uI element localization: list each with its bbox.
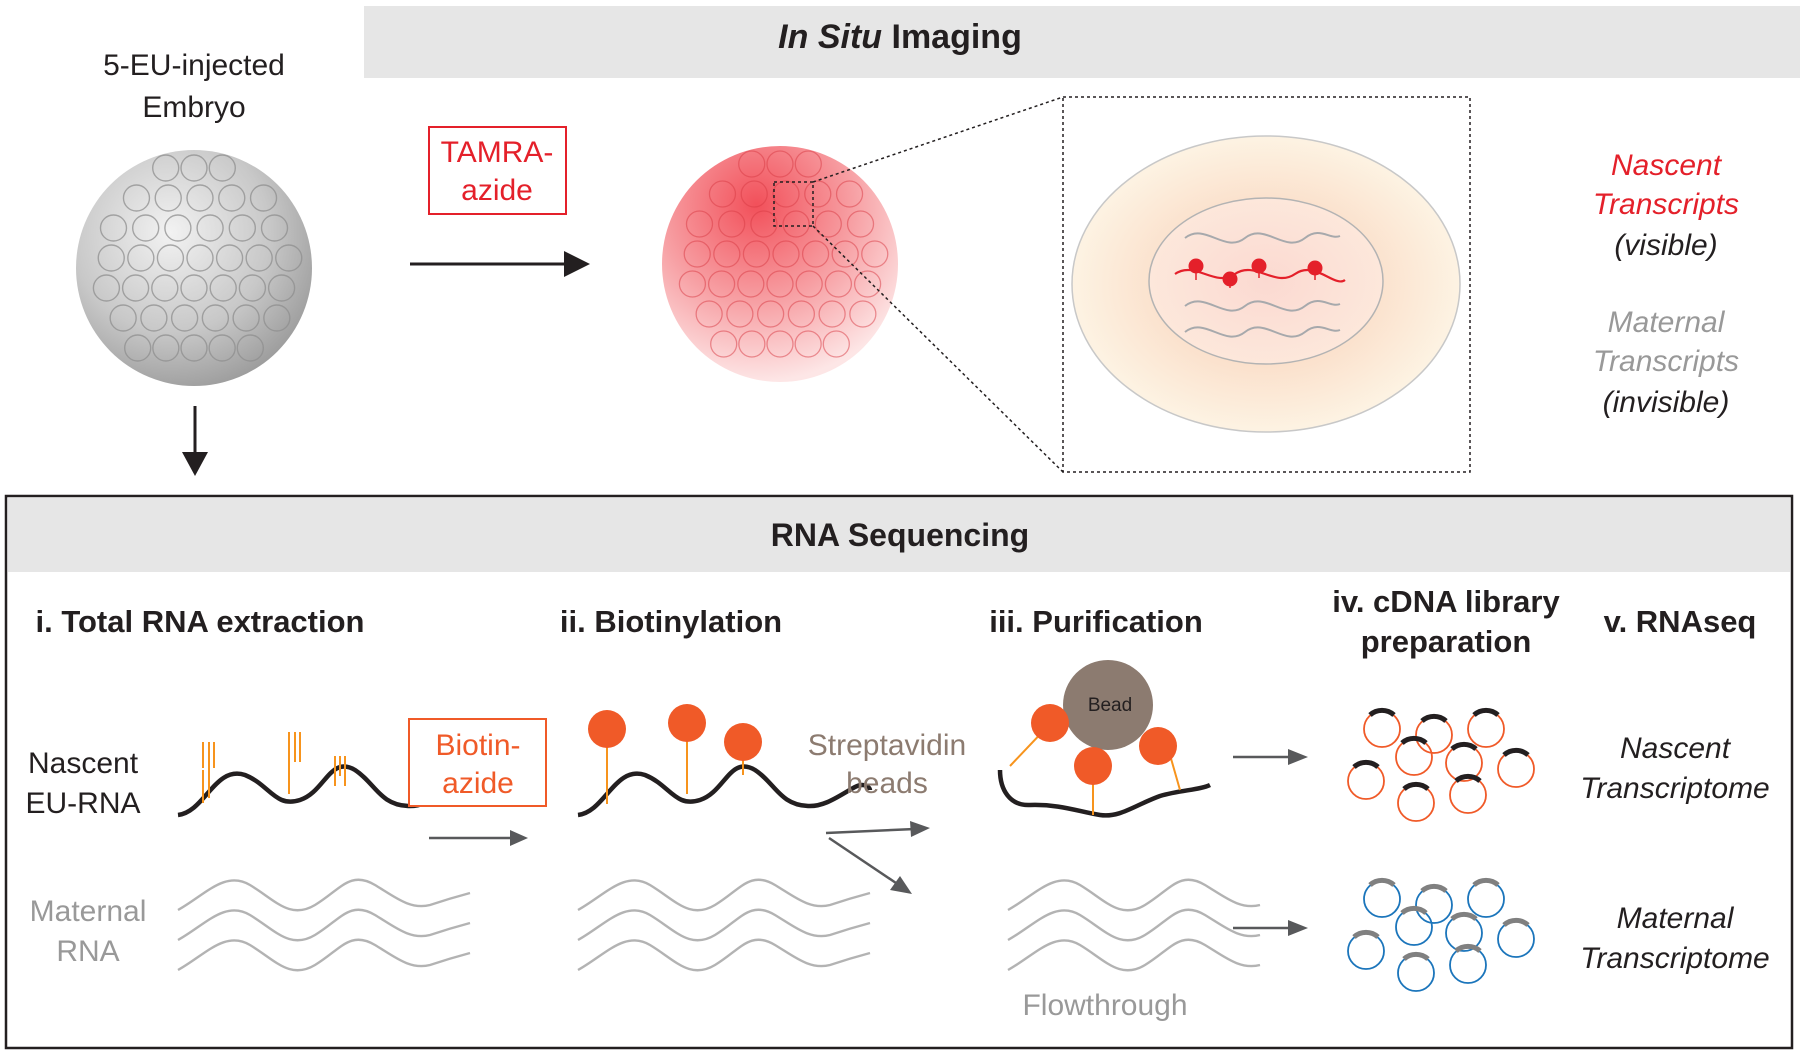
embryo-label-line2: Embryo [142, 91, 245, 124]
nascent-cdna-library [1347, 707, 1535, 822]
arrow-to-bead [825, 827, 916, 835]
maternal-legend-line1: Maternal [1608, 306, 1726, 339]
maternal-rna-step1 [177, 878, 471, 972]
maternal-rna-label-line1: Maternal [30, 895, 147, 928]
embryo-gray [76, 150, 312, 386]
nascent-rna-label-line2: EU-RNA [25, 787, 140, 820]
arrow-down-head [182, 452, 208, 476]
step5-title: v. RNAseq [1604, 604, 1757, 639]
zoom-line-top [812, 96, 1064, 183]
nascent-legend-line3: (visible) [1614, 229, 1717, 262]
imaging-header-rest: Imaging [882, 18, 1022, 56]
step1-title: i. Total RNA extraction [36, 604, 365, 639]
maternal-legend-line3: (invisible) [1603, 386, 1730, 419]
bead-label: Bead [1088, 695, 1132, 716]
tamra-box [428, 126, 567, 215]
arrow-to-flowthrough-head [890, 876, 912, 894]
zoom-small-box [773, 181, 814, 227]
arrow-right-imaging-head [564, 251, 590, 277]
bead-complex: Bead [997, 660, 1212, 818]
streptavidin-label-line2: beads [846, 767, 928, 800]
biotinylated-rna-step2 [577, 704, 873, 818]
arrow-to-maternal-library-head [1288, 920, 1308, 936]
maternal-rna-label-line2: RNA [56, 935, 119, 968]
maternal-transcriptome-line1: Maternal [1617, 902, 1735, 935]
tamra-label-line1: TAMRA- [441, 136, 554, 169]
tamra-label-line2: azide [461, 174, 533, 207]
biotin-label-line1: Biotin- [435, 729, 520, 762]
nascent-transcriptome-line1: Nascent [1620, 732, 1732, 765]
imaging-header-bar [364, 6, 1800, 78]
nascent-rna-label-line1: Nascent [28, 747, 139, 780]
maternal-transcripts-cell [1184, 232, 1341, 338]
arrow-to-bead-head [910, 821, 930, 837]
step4-title-line1: iv. cDNA library [1332, 584, 1560, 619]
maternal-transcriptome-line2: Transcriptome [1580, 942, 1770, 975]
arrow-step1-step2-head [510, 830, 528, 846]
nascent-legend-line2: Transcripts [1593, 188, 1739, 221]
embryo-red [662, 146, 898, 382]
maternal-rna-step2 [577, 878, 871, 972]
nascent-legend-line1: Nascent [1611, 149, 1723, 182]
imaging-header-italic: In Situ [778, 18, 882, 56]
biotin-label-line2: azide [442, 767, 514, 800]
biotin-box [408, 718, 547, 807]
zoom-line-bottom [812, 225, 1064, 473]
maternal-legend-line2: Transcripts [1593, 345, 1739, 378]
arrow-to-nascent-library-head [1288, 749, 1308, 765]
step4-title-line2: preparation [1361, 624, 1532, 659]
step3-title: iii. Purification [989, 604, 1203, 639]
imaging-header: In Situ Imaging [778, 18, 1022, 56]
step2-title: ii. Biotinylation [560, 604, 782, 639]
streptavidin-label-line1: Streptavidin [808, 729, 966, 762]
maternal-cdna-library [1347, 877, 1535, 992]
flowthrough-label: Flowthrough [1022, 989, 1187, 1022]
arrow-to-flowthrough [828, 836, 897, 885]
nascent-transcriptome-line2: Transcriptome [1580, 772, 1770, 805]
rna-seq-panel [4, 494, 1794, 1050]
rna-seq-header-bar [8, 498, 1790, 572]
flowthrough-rna [1007, 878, 1261, 972]
embryo-label-line1: 5-EU-injected [103, 49, 285, 82]
rna-seq-header: RNA Sequencing [771, 517, 1029, 553]
nucleus [1148, 197, 1384, 365]
nascent-transcript-cell [1174, 258, 1346, 288]
